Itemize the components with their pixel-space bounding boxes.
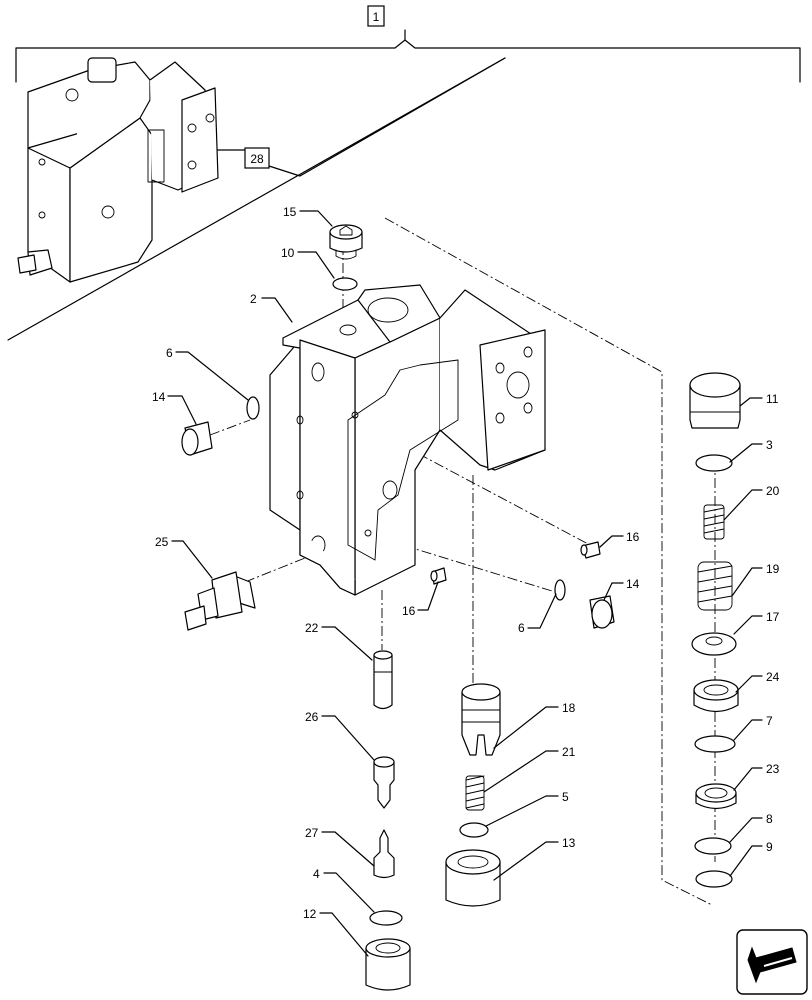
callout-4: 4 [313,867,320,881]
plug-12 [365,938,411,991]
callout-21: 21 [562,745,576,759]
callout-22: 22 [305,621,319,635]
callout-14-right: 14 [626,577,640,591]
plug-11 [689,372,741,429]
callout-assembly: 1 [373,10,380,24]
callout-19: 19 [766,562,780,576]
oring-3 [695,454,733,472]
callout-11: 11 [766,392,779,406]
plug-14-left [181,421,213,456]
pin-22 [373,650,393,710]
callout-24: 24 [766,670,780,684]
oring-8 [694,837,732,855]
callout-3: 3 [766,438,773,452]
callout-7: 7 [766,714,773,728]
screw-16-right [580,541,601,559]
callout-27: 27 [305,826,319,840]
seal-24 [693,679,739,713]
screw-16-lower [430,567,447,585]
callout-16-lower: 16 [402,604,416,618]
callout-23: 23 [766,762,780,776]
spring-19 [697,561,733,611]
spring-21 [465,775,485,811]
poppet-26 [373,756,395,809]
spool-18 [461,683,501,756]
callout-17: 17 [766,610,780,624]
valve-body [269,284,546,596]
leader-lines [167,210,763,957]
callout-25: 25 [155,535,169,549]
arrow-back-icon[interactable] [736,929,808,995]
callout-26: 26 [305,710,319,724]
seal-23 [695,783,737,810]
callout-ref-28[interactable]: 28 [250,152,264,166]
inset-overview: 28 [7,57,506,341]
oring-6-right [554,579,566,601]
callout-16-right: 16 [626,530,640,544]
poppet-27 [373,829,395,879]
oring-7 [694,735,736,753]
plug-14-right [589,595,615,629]
seat-17 [691,632,737,656]
callout-9: 9 [766,840,773,854]
callout-6-right: 6 [518,621,525,635]
callout-15: 15 [283,205,297,219]
plug-13 [445,849,501,907]
callout-10: 10 [281,246,295,260]
fitting-25 [184,571,256,631]
spring-20 [703,504,725,540]
callout-18: 18 [562,701,576,715]
callout-5: 5 [562,790,569,804]
oring-9 [695,870,733,888]
callout-13: 13 [562,836,576,850]
assembly-bracket: 1 [15,5,801,83]
oring-10 [332,277,358,291]
callout-8: 8 [766,812,773,826]
callout-2: 2 [250,292,257,306]
callout-12: 12 [303,907,317,921]
oring-6-left [246,396,260,420]
oring-5 [459,822,489,838]
callout-labels: 15 10 2 6 14 25 16 16 14 6 22 26 27 4 12… [152,205,780,921]
callout-20: 20 [766,484,780,498]
plug-15 [329,224,363,260]
callout-6-left: 6 [166,346,173,360]
callout-14-left: 14 [152,390,166,404]
oring-4 [369,910,403,926]
